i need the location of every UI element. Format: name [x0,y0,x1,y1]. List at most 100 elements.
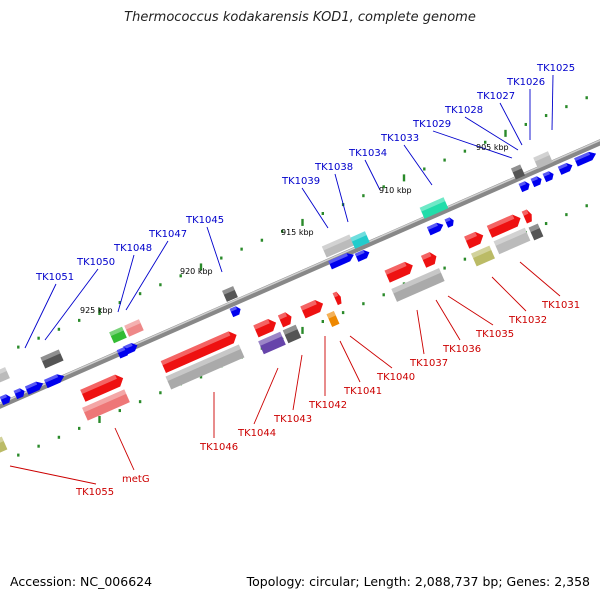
gene-feature-upper[interactable] [511,164,525,180]
gene-label-tk1039[interactable]: TK1039 [281,176,320,187]
gene-label-tk1041[interactable]: TK1041 [343,386,382,397]
gene-feature-lower[interactable] [493,227,531,255]
leader-line-bottom [491,276,527,312]
gene-feature-upper[interactable] [350,231,370,249]
gene-reverse[interactable] [253,317,278,338]
gene-label-tk1026[interactable]: TK1026 [506,77,545,88]
gene-feature-upper[interactable] [321,234,355,258]
gene-label-tk1028[interactable]: TK1028 [444,105,483,116]
gene-label-tk1031[interactable]: TK1031 [541,300,580,311]
tick-mark-upper [220,256,223,260]
gene-forward[interactable] [557,161,574,175]
gene-forward[interactable] [13,387,27,400]
gene-feature-lower[interactable] [528,223,544,241]
gene-feature-lower[interactable] [282,324,302,344]
tick-mark-lower [37,444,40,448]
gene-forward[interactable] [44,372,66,389]
leader-line-top [125,240,169,311]
tick-mark-upper [138,292,142,296]
gene-label-tk1032[interactable]: TK1032 [508,315,547,326]
gene-reverse[interactable] [160,329,239,374]
gene-label-tk1033[interactable]: TK1033 [380,133,419,144]
gene-reverse[interactable] [384,259,416,283]
gene-forward[interactable] [0,393,12,406]
gene-label-tk1047[interactable]: TK1047 [148,229,187,240]
gene-feature-upper[interactable] [124,319,144,337]
gene-label-tk1048[interactable]: TK1048 [113,243,152,254]
gene-feature-lower[interactable] [82,389,130,421]
gene-forward[interactable] [24,379,45,395]
gene-label-tk1040[interactable]: TK1040 [376,372,415,383]
gene-label-tk1055[interactable]: TK1055 [75,487,114,498]
gene-forward[interactable] [574,149,598,167]
gene-label-tk1037[interactable]: TK1037 [409,358,448,369]
gene-feature-upper[interactable] [419,197,449,219]
gene-forward[interactable] [444,216,456,228]
tick-mark-upper [240,247,243,251]
gene-feature-upper[interactable] [222,286,238,302]
gene-reverse[interactable] [486,212,523,238]
gene-label-tk1035[interactable]: TK1035 [475,329,514,340]
gene-label-tk1036[interactable]: TK1036 [442,344,481,355]
leader-line-top [364,159,381,191]
leader-line-top [403,144,433,186]
gene-label-tk1050[interactable]: TK1050 [76,257,115,268]
gene-reverse[interactable] [464,229,486,249]
gene-label-tk1046[interactable]: TK1046 [199,442,238,453]
gene-forward[interactable] [229,305,243,318]
tick-layer [17,96,588,457]
gene-reverse[interactable] [80,372,126,402]
leader-line-top [334,173,349,223]
gene-label-tk1045[interactable]: TK1045 [185,215,224,226]
gene-forward[interactable] [542,170,556,183]
gene-feature-lower[interactable] [391,268,445,302]
gene-label-tk1044[interactable]: TK1044 [237,428,276,439]
leader-line-top [432,130,513,159]
tick-mark-upper [17,345,20,349]
gene-label-tk1051[interactable]: TK1051 [35,272,74,283]
gene-feature-upper[interactable] [40,349,64,369]
scale-label-915: 915 kbp [281,228,314,237]
gene-label-tk1029[interactable]: TK1029 [412,119,451,130]
gene-forward[interactable] [518,180,532,193]
gene-layer [0,149,598,454]
gene-feature-lower[interactable] [0,436,8,454]
tick-mark-upper [37,336,40,340]
leader-line-bottom [447,295,494,326]
gene-label-tk1034[interactable]: TK1034 [348,148,387,159]
leader-line-top [464,116,519,151]
gene-reverse[interactable] [277,311,294,328]
gene-forward[interactable] [116,345,132,359]
gene-feature-upper[interactable] [0,367,10,383]
gene-reverse[interactable] [332,291,344,306]
gene-label-tk1027[interactable]: TK1027 [476,91,515,102]
gene-feature-upper[interactable] [533,151,553,169]
leader-line-top [44,268,99,341]
gene-reverse[interactable] [300,298,325,319]
tick-mark-upper [463,149,467,153]
gene-label-tk1025[interactable]: TK1025 [536,63,575,74]
gene-label-tk1042[interactable]: TK1042 [308,400,347,411]
leader-line-bottom [292,354,303,411]
gene-feature-lower[interactable] [258,331,286,355]
gene-forward[interactable] [530,175,544,188]
leader-line-bottom [339,340,361,383]
gene-feature-lower[interactable] [165,344,245,390]
gene-forward[interactable] [328,251,355,270]
gene-forward[interactable] [426,221,445,236]
gene-reverse[interactable] [521,208,535,224]
scale-label-920: 920 kbp [180,267,213,276]
leader-line-bottom [253,367,279,425]
tick-mark-upper [402,174,406,182]
gene-label-tk1043[interactable]: TK1043 [273,414,312,425]
gene-feature-lower[interactable] [326,310,340,328]
gene-label-tk1038[interactable]: TK1038 [314,162,353,173]
gene-label-metg[interactable]: metG [122,474,150,485]
gene-feature-upper[interactable] [109,326,127,344]
gene-reverse[interactable] [420,250,439,268]
gene-feature-lower[interactable] [471,245,495,267]
tick-mark-upper [260,238,264,242]
tick-mark-upper [565,105,568,109]
scale-label-925: 925 kbp [80,306,113,315]
gene-forward[interactable] [354,248,371,262]
